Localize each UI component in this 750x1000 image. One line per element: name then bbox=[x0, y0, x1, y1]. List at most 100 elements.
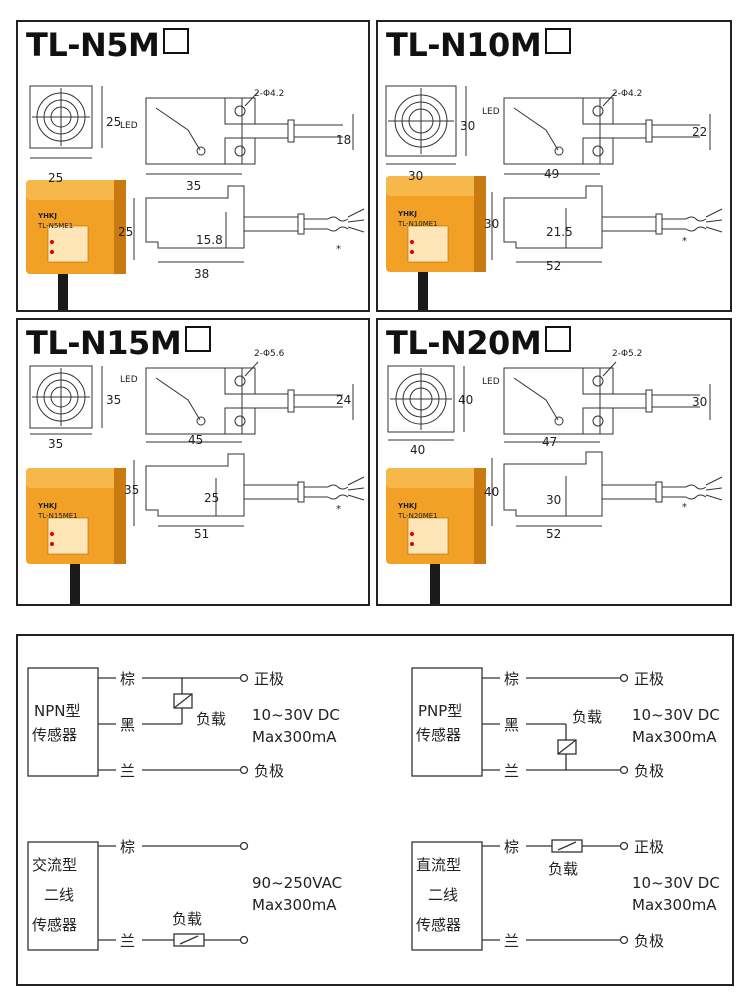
dim-side-length: 52 bbox=[546, 527, 561, 541]
led-label: LED bbox=[482, 107, 500, 117]
model-suffix-box bbox=[185, 326, 212, 352]
ac-name-1: 交流型 bbox=[32, 856, 77, 874]
dc-positive: 正极 bbox=[634, 838, 664, 856]
pnp-sensor-box bbox=[411, 667, 483, 777]
model-suffix-box bbox=[545, 28, 572, 54]
dim-cable-dia: 24 bbox=[336, 393, 351, 407]
dim-cable-dia: 18 bbox=[336, 133, 351, 147]
dc-negative: 负极 bbox=[634, 932, 664, 950]
dimension-drawing: YHKJ TL-N10ME1 30 30 LED 2-Φ4.2 22 49 30… bbox=[385, 85, 723, 310]
sensor-photo: YHKJ TL-N10ME1 bbox=[386, 176, 486, 310]
dim-face-height: 25 bbox=[106, 115, 121, 129]
label-brand: YHKJ bbox=[397, 210, 417, 218]
pnp-name-2: 传感器 bbox=[416, 726, 461, 744]
dim-face-height: 30 bbox=[460, 119, 475, 133]
hole-label: 2-Φ4.2 bbox=[254, 89, 284, 99]
dc-name-1: 直流型 bbox=[416, 856, 461, 874]
ac-wire-blue: 兰 bbox=[120, 932, 135, 950]
note-mark: * bbox=[336, 504, 341, 515]
dim-face-height: 40 bbox=[458, 393, 473, 407]
dim-face-depth: 15.8 bbox=[196, 233, 223, 247]
ac-voltage: 90~250VAC bbox=[252, 874, 342, 892]
wiring-diagrams: NPN型 传感器 棕 黑 兰 负载 正极 负极 10~30V DC Max300… bbox=[27, 667, 720, 951]
dim-body-length: 47 bbox=[542, 435, 557, 449]
panel-tl-n10m: TL-N10M bbox=[376, 20, 732, 312]
dim-body-length: 35 bbox=[186, 179, 201, 193]
dim-side-length: 38 bbox=[194, 267, 209, 281]
label-model: TL-N10ME1 bbox=[397, 220, 438, 228]
dim-face-size: 35 bbox=[48, 437, 63, 451]
dim-face-depth: 21.5 bbox=[546, 225, 573, 239]
pnp-voltage: 10~30V DC bbox=[632, 706, 720, 724]
npn-load-relay bbox=[173, 693, 193, 709]
dim-side-length: 52 bbox=[546, 259, 561, 273]
dimension-drawing: YHKJ TL-N5ME1 25 25 LED 2-Φ4.2 18 35 25 … bbox=[26, 85, 365, 310]
panel-tl-n5m: TL-N5M bbox=[16, 20, 370, 312]
hole-label: 2-Φ4.2 bbox=[612, 89, 642, 99]
hole-label: 2-Φ5.6 bbox=[254, 349, 285, 359]
dc-sensor-box bbox=[411, 841, 483, 951]
dim-body-length: 45 bbox=[188, 433, 203, 447]
ac-sensor-box bbox=[27, 841, 99, 951]
dim-cable-dia: 22 bbox=[692, 125, 707, 139]
dc-name-2: 二线 bbox=[428, 886, 458, 904]
npn-positive: 正极 bbox=[254, 670, 284, 688]
label-brand: YHKJ bbox=[397, 502, 417, 510]
ac-wire-brown: 棕 bbox=[120, 838, 135, 856]
npn-voltage: 10~30V DC bbox=[252, 706, 340, 724]
led-label: LED bbox=[120, 121, 138, 131]
model-title: TL-N15M bbox=[26, 324, 212, 362]
dc-voltage: 10~30V DC bbox=[632, 874, 720, 892]
npn-negative: 负极 bbox=[254, 762, 284, 780]
dim-cable-dia: 30 bbox=[692, 395, 707, 409]
wiring-diagram-panel: NPN型 传感器 棕 黑 兰 负载 正极 负极 10~30V DC Max300… bbox=[16, 634, 734, 986]
pnp-positive: 正极 bbox=[634, 670, 664, 688]
top-view-body bbox=[145, 97, 243, 165]
dim-side-height: 25 bbox=[118, 225, 133, 239]
dim-side-height: 40 bbox=[484, 485, 499, 499]
label-model: TL-N5ME1 bbox=[37, 222, 73, 230]
npn-name-1: NPN型 bbox=[34, 702, 81, 720]
sensor-photo: YHKJ TL-N20ME1 bbox=[386, 468, 486, 604]
front-face-outline bbox=[29, 85, 93, 149]
ac-load-label: 负载 bbox=[172, 910, 202, 928]
hole-label: 2-Φ5.2 bbox=[612, 349, 642, 359]
dim-body-length: 49 bbox=[544, 167, 559, 181]
dc-wire-brown: 棕 bbox=[504, 838, 519, 856]
model-title: TL-N20M bbox=[386, 324, 572, 362]
panel-tl-n15m: TL-N15M bbox=[16, 318, 370, 606]
dc-wire-blue: 兰 bbox=[504, 932, 519, 950]
dc-current: Max300mA bbox=[632, 896, 717, 914]
dim-side-height: 35 bbox=[124, 483, 139, 497]
dim-face-depth: 30 bbox=[546, 493, 561, 507]
side-view-body bbox=[145, 185, 245, 249]
model-suffix-box bbox=[545, 326, 572, 352]
note-mark: * bbox=[682, 236, 687, 247]
dim-face-depth: 25 bbox=[204, 491, 219, 505]
dim-face-size: 30 bbox=[408, 169, 423, 183]
label-model: TL-N20ME1 bbox=[397, 512, 438, 520]
note-mark: * bbox=[336, 244, 341, 255]
label-model: TL-N15ME1 bbox=[37, 512, 78, 520]
model-title: TL-N5M bbox=[26, 26, 190, 64]
ac-name-3: 传感器 bbox=[32, 916, 77, 934]
dim-face-height: 35 bbox=[106, 393, 121, 407]
led-label: LED bbox=[482, 377, 500, 387]
sensor-photo: YHKJ TL-N15ME1 bbox=[26, 468, 126, 604]
dim-face-size: 40 bbox=[410, 443, 425, 457]
pnp-current: Max300mA bbox=[632, 728, 717, 746]
dim-side-length: 51 bbox=[194, 527, 209, 541]
npn-wire-black: 黑 bbox=[120, 716, 135, 734]
npn-wire-blue: 兰 bbox=[120, 762, 135, 780]
label-brand: YHKJ bbox=[37, 502, 57, 510]
npn-load-label: 负载 bbox=[196, 710, 226, 728]
pnp-load-relay bbox=[557, 739, 577, 755]
dc-name-3: 传感器 bbox=[416, 916, 461, 934]
dim-side-height: 30 bbox=[484, 217, 499, 231]
model-title: TL-N10M bbox=[386, 26, 572, 64]
npn-name-2: 传感器 bbox=[32, 726, 77, 744]
ac-name-2: 二线 bbox=[44, 886, 74, 904]
dim-face-size: 25 bbox=[48, 171, 63, 185]
pnp-load-label: 负载 bbox=[572, 708, 602, 726]
pnp-wire-brown: 棕 bbox=[504, 670, 519, 688]
